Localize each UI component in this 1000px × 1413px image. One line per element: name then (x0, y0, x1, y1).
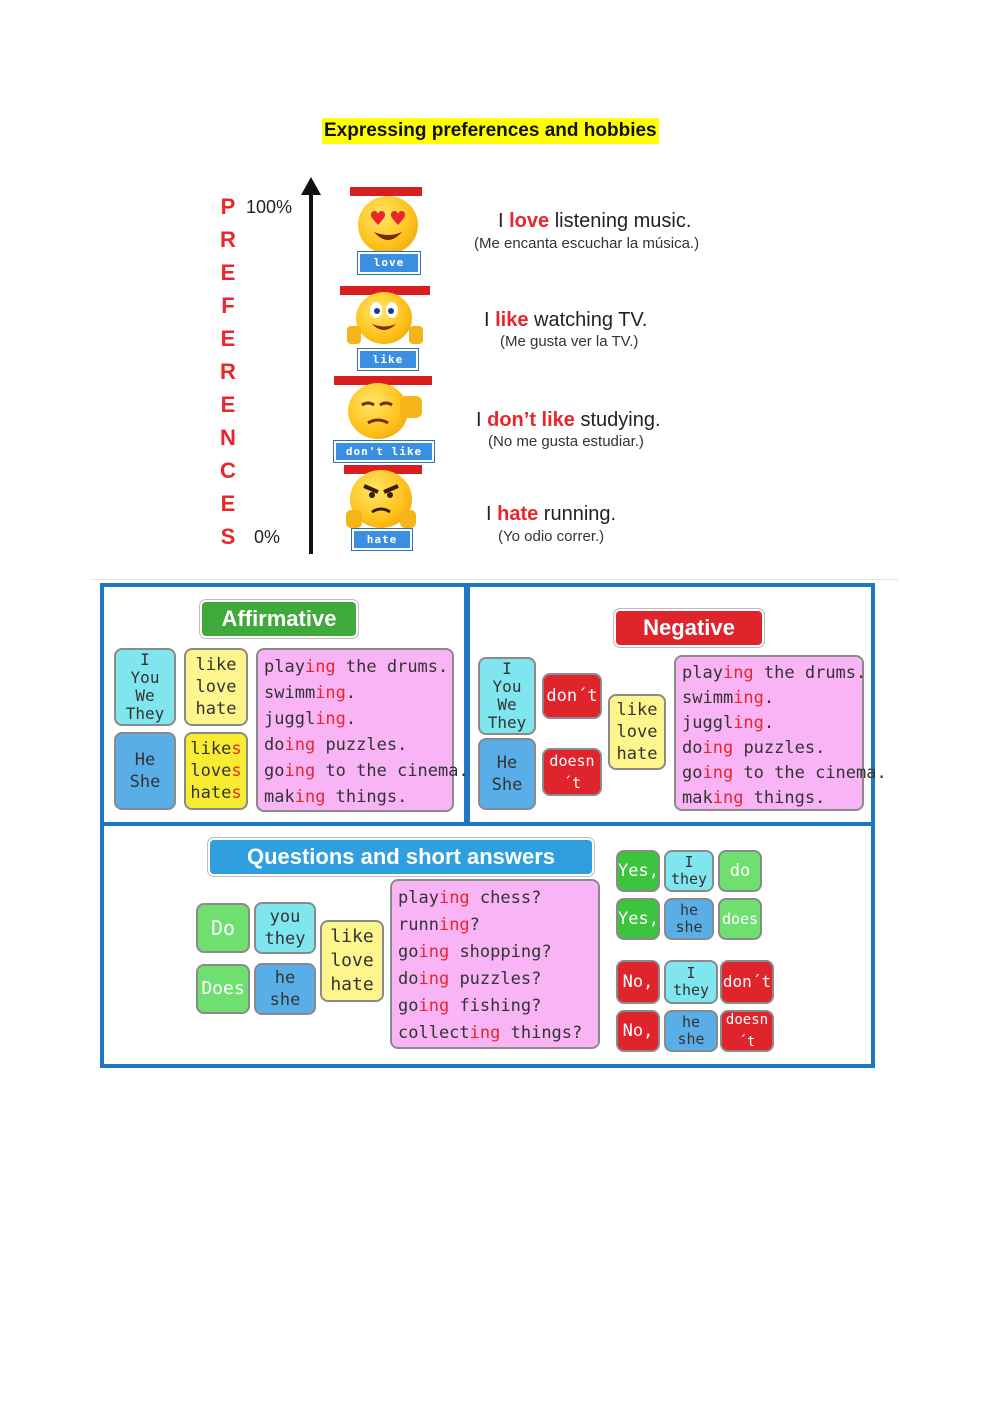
translation-love: (Me encanta escuchar la música.) (474, 235, 700, 252)
answer-yes-2: Yes, (616, 898, 660, 940)
negative-aux-doesnt: doesn´t (542, 748, 602, 796)
preferences-letter: S (220, 524, 236, 549)
section-divider (92, 579, 898, 580)
preferences-letter: P (220, 194, 236, 219)
question-aux-does: Does (196, 964, 250, 1014)
emoji-tag-dont-like: don't like (334, 441, 434, 462)
preferences-letter: R (220, 227, 236, 252)
page-title: Expressing preferences and hobbies (322, 118, 659, 144)
affirmative-activities: playing the drums. swimming. juggling. d… (256, 648, 469, 812)
questions-header: Questions and short answers (210, 840, 592, 874)
fist-left-icon (346, 510, 362, 528)
answer-does: does (718, 898, 762, 940)
preferences-letter: E (220, 491, 236, 516)
thumb-right-icon (409, 326, 423, 344)
emoji-tag-like: like (358, 349, 418, 370)
emoji-bar (350, 187, 422, 196)
preferences-letter: N (220, 425, 236, 450)
answer-yes-1: Yes, (616, 850, 660, 892)
emoji-tag-love: love (358, 252, 420, 274)
emoji-bar (340, 286, 430, 295)
scale-bottom-label: 0% (254, 527, 281, 547)
thumb-down-hand-icon (400, 396, 422, 418)
preferences-letter: E (220, 260, 236, 285)
sentence-dont-like: I don’t like studying. (476, 409, 661, 431)
sentence-love: I love listening music. (498, 210, 692, 232)
negative-header: Negative (616, 611, 762, 645)
emoji-bar (334, 376, 432, 385)
scale-arrow-head (301, 177, 321, 195)
thumbs-down-emoji-icon (348, 383, 408, 439)
question-activities: playing chess? running? going shopping? … (390, 879, 600, 1049)
translation-dont-like: (No me gusta estudiar.) (488, 433, 644, 450)
negative-aux-dont: don´t (542, 673, 602, 719)
affirmative-header: Affirmative (202, 602, 356, 636)
answer-do: do (718, 850, 762, 892)
love-emoji-icon (358, 196, 418, 254)
questions-panel (100, 822, 875, 1068)
scale-top-label: 100% (246, 197, 293, 217)
preferences-letter: R (220, 359, 236, 384)
sentence-like: I like watching TV. (484, 309, 648, 331)
translation-like: (Me gusta ver la TV.) (500, 333, 639, 350)
question-aux-do: Do (196, 903, 250, 953)
answer-no-1: No, (616, 960, 660, 1004)
preferences-letter: E (220, 326, 236, 351)
thumbs-up-emoji-icon (356, 292, 412, 344)
sentence-hate: I hate running. (486, 503, 617, 525)
thumb-left-icon (347, 326, 361, 344)
translation-hate: (Yo odio correr.) (498, 528, 605, 545)
answer-dont: don´t (720, 960, 774, 1004)
preferences-letter: E (220, 392, 236, 417)
negative-activities: playing the drums. swimming. juggling. d… (674, 655, 887, 811)
scale-arrow-shaft (309, 192, 313, 554)
fist-right-icon (400, 510, 416, 528)
affirmative-verbs-third-person: likes loves hates (184, 732, 248, 810)
emoji-bar (344, 465, 422, 474)
answer-doesnt: doesn´t (720, 1010, 774, 1052)
emoji-tag-hate: hate (352, 529, 412, 550)
preferences-letter: F (221, 293, 235, 318)
preferences-letter: C (220, 458, 236, 483)
answer-no-2: No, (616, 1010, 660, 1052)
